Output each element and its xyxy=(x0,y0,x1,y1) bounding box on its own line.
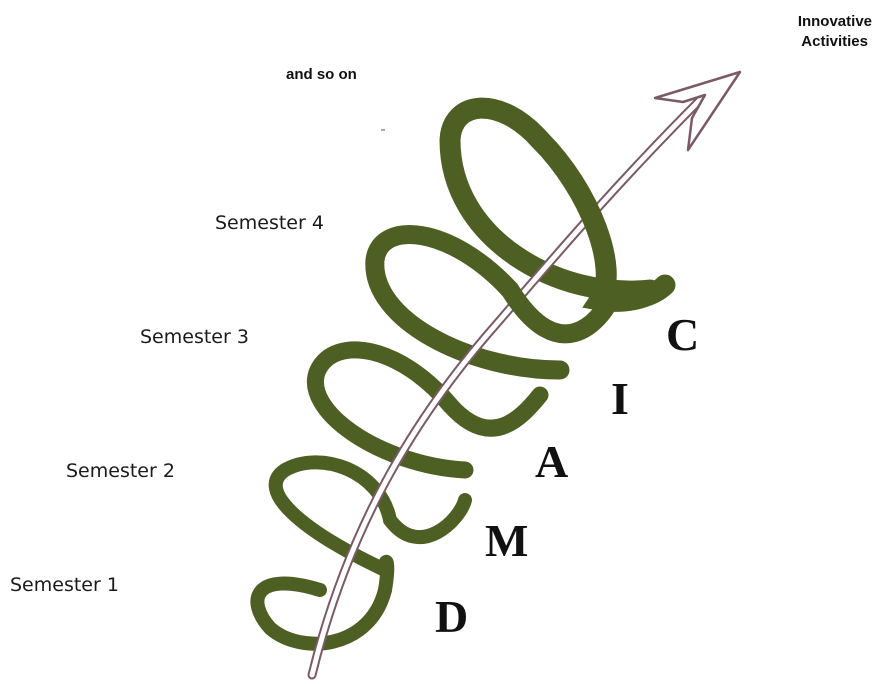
label-line-2: Activities xyxy=(801,33,868,50)
semester-label: Semester 2 xyxy=(66,460,175,482)
stage-letter: M xyxy=(485,515,528,566)
semester-label: Semester 1 xyxy=(10,574,119,596)
spiral-loop-2-front xyxy=(383,493,472,545)
spiral-loop-4-back xyxy=(365,225,570,380)
semester-labels: Semester 1 Semester 2 Semester 3 Semeste… xyxy=(10,212,324,596)
arrow-head xyxy=(653,70,742,152)
stage-letter: C xyxy=(666,309,699,360)
arrow-shaft xyxy=(307,90,710,680)
stage-letters: D M A I C xyxy=(435,309,699,642)
stage-letter: A xyxy=(535,436,568,487)
spiral-loop-3-front xyxy=(441,386,549,437)
stage-letter: D xyxy=(435,591,468,642)
arrow-shaft-highlight xyxy=(309,92,708,678)
spiral-front xyxy=(378,129,676,597)
spiral-loop-1-back xyxy=(250,576,392,651)
semester-label: Semester 4 xyxy=(215,212,324,234)
label-line-1: Innovative xyxy=(798,13,872,30)
continuation-label: and so on xyxy=(286,66,357,83)
spiral-loop-3-back xyxy=(307,341,474,479)
spiral-loop-2-back xyxy=(268,455,397,577)
spiral-back xyxy=(250,97,661,651)
spiral-loop-1-front xyxy=(378,554,395,597)
spiral-loop-5-front xyxy=(529,129,676,312)
spiral-loop-5-back xyxy=(439,97,661,302)
stage-letter: I xyxy=(611,373,629,424)
innovative-activities-label: Innovative Activities xyxy=(798,13,872,50)
arrow-up-right-icon xyxy=(307,70,742,680)
semester-label: Semester 3 xyxy=(140,326,249,348)
